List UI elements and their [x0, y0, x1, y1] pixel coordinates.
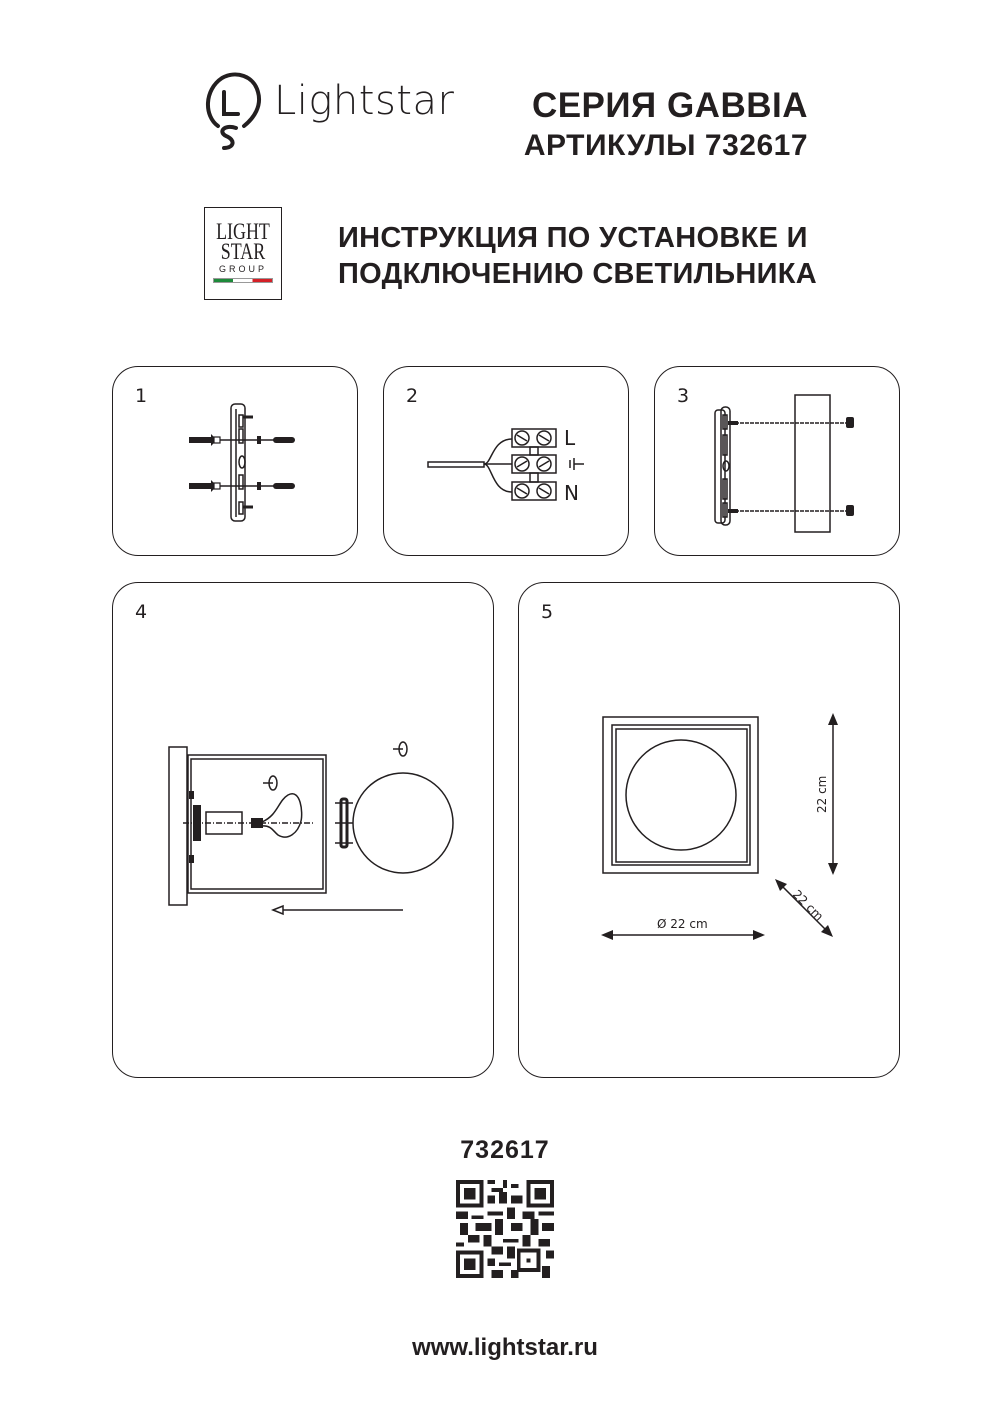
step-1-panel: 1	[112, 366, 358, 556]
instructions-title: ИНСТРУКЦИЯ ПО УСТАНОВКЕ И ПОДКЛЮЧЕНИЮ СВ…	[338, 220, 817, 292]
step-number: 3	[677, 385, 690, 407]
lightstar-logo: Lightstar	[200, 68, 470, 158]
group-logo-line2: STAR	[220, 239, 266, 264]
bulb-shade-install-icon	[168, 741, 454, 916]
diameter-dimension-label: Ø 22 cm	[657, 917, 708, 931]
series-header: СЕРИЯ GABBIA АРТИКУЛЫ 732617	[524, 88, 808, 161]
brand-name: Lightstar	[274, 78, 455, 124]
terminal-live-label: L	[564, 426, 576, 450]
group-logo-line1: LIGHT	[216, 219, 270, 244]
group-logo-line3: GROUP	[218, 264, 267, 274]
instructions-title-line1: ИНСТРУКЦИЯ ПО УСТАНОВКЕ И	[338, 222, 808, 254]
qr-code-icon[interactable]	[456, 1180, 554, 1278]
lightstar-group-logo: LIGHT STAR GROUP	[204, 207, 282, 300]
step-3-panel: 3	[654, 366, 900, 556]
step-2-panel: 2 L N	[383, 366, 629, 556]
terminal-block-wiring-icon: L N	[427, 426, 584, 505]
step-4-panel: 4	[112, 582, 494, 1078]
website-link[interactable]: www.lightstar.ru	[412, 1334, 598, 1361]
italian-flag-stripe	[213, 278, 273, 283]
step-5-panel: 5 22 cm 22 cm Ø 22 cm	[518, 582, 900, 1078]
dimensions-icon: 22 cm 22 cm Ø 22 cm	[601, 713, 838, 940]
canopy-attach-icon	[714, 394, 854, 533]
step-number: 5	[541, 601, 554, 623]
step-number: 1	[135, 385, 148, 407]
terminal-neutral-label: N	[564, 481, 579, 505]
step-number: 2	[406, 385, 419, 407]
lightbulb-logo-icon	[205, 72, 261, 150]
depth-dimension-label: 22 cm	[790, 887, 826, 923]
series-title: СЕРИЯ GABBIA	[531, 86, 808, 125]
article-line: АРТИКУЛЫ 732617	[523, 129, 808, 162]
mounting-bracket-screws-icon	[189, 403, 295, 522]
height-dimension-label: 22 cm	[815, 776, 829, 813]
instructions-title-line2: ПОДКЛЮЧЕНИЮ СВЕТИЛЬНИКА	[338, 258, 818, 290]
footer-article-number: 732617	[460, 1136, 550, 1164]
step-number: 4	[135, 601, 148, 623]
